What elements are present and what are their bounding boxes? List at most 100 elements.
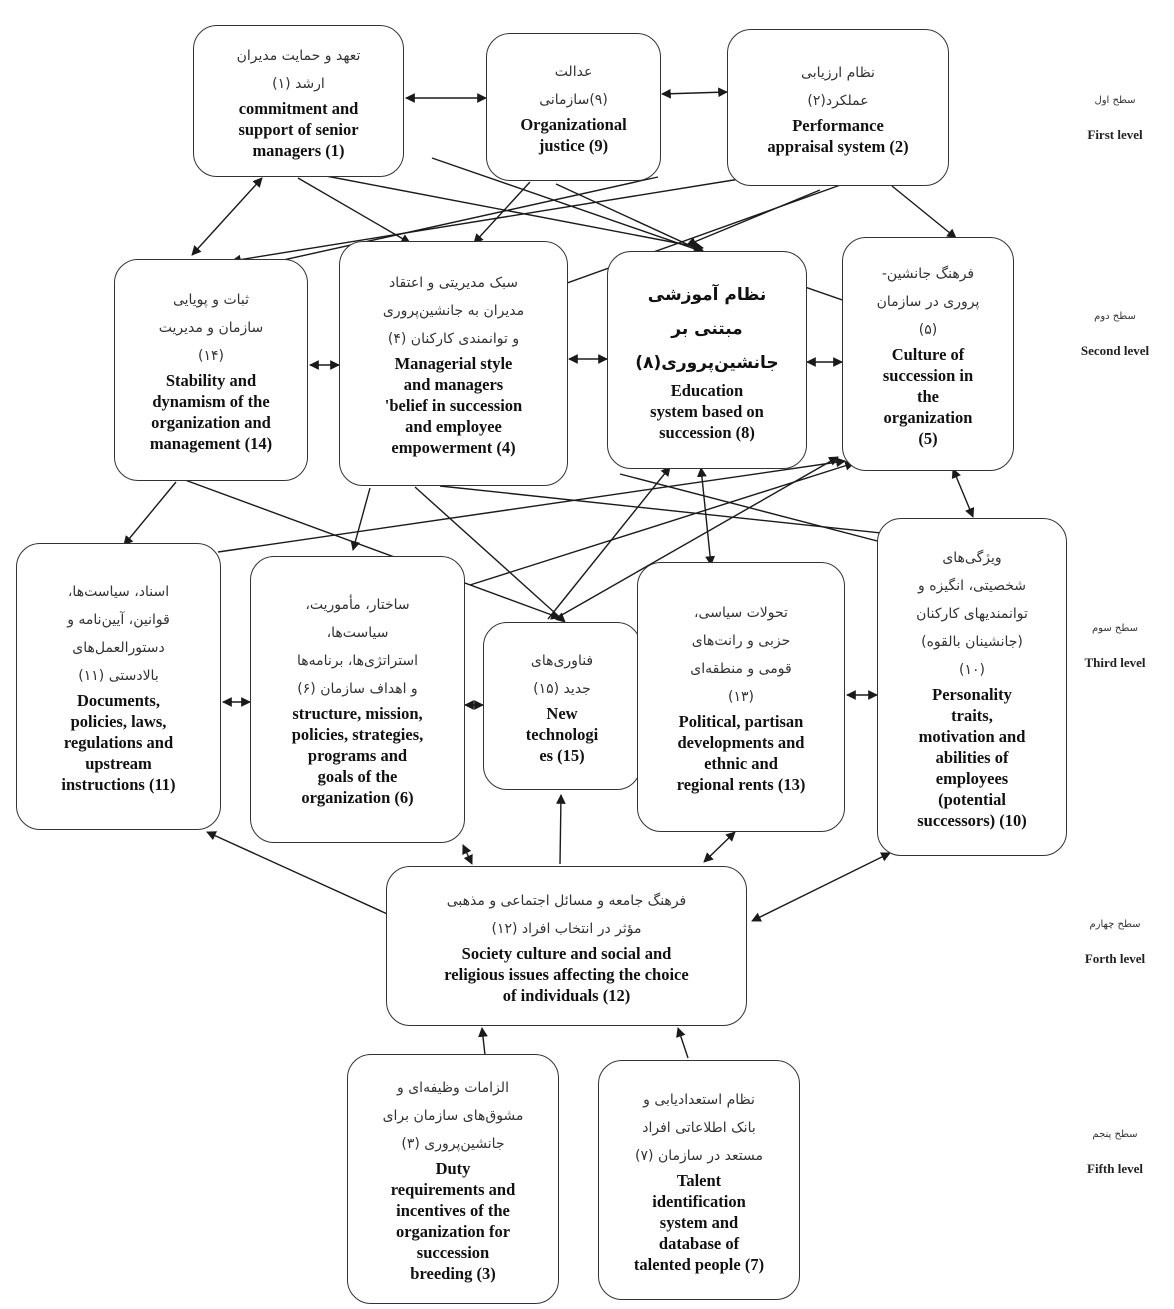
arrow-11-12 <box>206 831 406 923</box>
node-13-en-line-2: developments and <box>677 733 805 752</box>
arrow-12-10 <box>751 852 891 922</box>
node-organizational-justice: عدالت (۹)سازمانی Organizational justice … <box>486 33 661 181</box>
node-4-fa-line-2: مدیران به جانشین‌پروری <box>382 303 525 319</box>
arrow-1-4 <box>297 177 411 244</box>
level-5-en: Fifth level <box>1087 1161 1143 1176</box>
node-10-fa-line-1: ویژگی‌های <box>942 549 1002 566</box>
level-2-en: Second level <box>1080 343 1150 358</box>
node-society-culture: فرهنگ جامعه و مسائل اجتماعی و مذهبی مؤثر… <box>386 866 747 1026</box>
arrow-8-2 <box>686 189 821 247</box>
node-13-fa-line-4: (۱۳) <box>728 689 754 705</box>
node-12-en-line-3: of individuals (12) <box>502 985 631 1005</box>
node-2-fa-line-1: نظام ارزیابی <box>801 64 875 81</box>
node-12-en-line-1: Society culture and social and <box>461 943 672 963</box>
node-11-fa-line-4: بالادستی (۱۱) <box>78 668 159 684</box>
node-11-fa-line-2: قوانین، آیین‌نامه و <box>67 612 170 628</box>
node-15-en-line-3: es (15) <box>539 745 585 765</box>
node-14-fa-line-1: ثبات و پویایی <box>172 292 250 308</box>
node-5-en-line-4: organization <box>883 407 973 427</box>
node-10-en-line-5: employees <box>935 768 1009 788</box>
level-label-third: سطح سوم Third level <box>1060 622 1170 672</box>
level-5-fa: سطح پنجم <box>1092 1129 1138 1140</box>
node-5-fa-line-1: فرهنگ جانشین- <box>881 265 975 282</box>
node-3-en-line-6: breeding (3) <box>410 1264 496 1283</box>
node-3-en-line-1: Duty <box>435 1159 471 1178</box>
node-11-en-line-3: regulations and <box>63 733 174 752</box>
node-12-fa-line-2: مؤثر در انتخاب افراد (۱۲) <box>491 920 642 937</box>
node-duty-requirements: الزامات وظیفه‌ای و مشوق‌های سازمان برای … <box>347 1054 559 1304</box>
node-10-en-line-2: traits, <box>951 705 993 725</box>
node-8-en-line-2: system based on <box>650 401 764 421</box>
node-10-en-line-6: (potential <box>938 789 1006 809</box>
node-7-fa-line-3: مستعد در سازمان (۷) <box>635 1147 763 1164</box>
node-10-en-line-7: successors) (10) <box>917 810 1027 830</box>
node-13-fa-line-1: تحولات سیاسی، <box>694 605 788 621</box>
level-1-en: First level <box>1087 127 1143 142</box>
node-11-en-line-5: instructions (11) <box>61 775 176 794</box>
node-structure-mission: ساختار، مأموریت، سیاست‌ها، استراتژی‌ها، … <box>250 556 465 843</box>
node-15-en-line-2: technologi <box>525 724 599 744</box>
node-6-fa-line-1: ساختار، مأموریت، <box>305 597 410 613</box>
node-7-en-line-3: system and <box>659 1212 739 1232</box>
node-6-en-line-3: programs and <box>307 746 408 765</box>
node-5-en-line-3: the <box>917 386 939 406</box>
node-4-en-line-1: Managerial style <box>394 354 513 373</box>
node-9-en-line-1: Organizational <box>520 115 627 134</box>
node-12-fa-line-1: فرهنگ جامعه و مسائل اجتماعی و مذهبی <box>446 892 687 909</box>
node-7-en-line-4: database of <box>658 1233 740 1253</box>
node-11-en-line-1: Documents, <box>77 691 160 710</box>
node-8-fa-line-2: مبتنی بر <box>671 318 743 339</box>
level-3-fa: سطح سوم <box>1092 623 1138 634</box>
node-10-fa-line-2: شخصیتی، انگیزه و <box>917 577 1026 594</box>
arrow-5-2 <box>891 185 957 239</box>
node-7-fa-line-2: بانک اطلاعاتی افراد <box>642 1119 756 1136</box>
arrow-8-13 <box>697 467 715 566</box>
level-4-fa: سطح چهارم <box>1089 919 1141 930</box>
node-8-en-line-3: succession (8) <box>659 422 755 442</box>
arrow-11-5 <box>217 457 846 553</box>
node-personality-traits: ویژگی‌های شخصیتی، انگیزه و توانمندیهای ک… <box>877 518 1067 856</box>
arrow-1-8 <box>325 175 704 252</box>
arrow-9-5 <box>431 157 907 324</box>
node-3-fa-line-1: الزامات وظیفه‌ای و <box>397 1080 509 1096</box>
node-stability-dynamism: ثبات و پویایی سازمان و مدیریت (۱۴) Stabi… <box>114 259 308 481</box>
arrow-3-12 <box>478 1027 488 1056</box>
node-10-en-line-1: Personality <box>932 684 1012 704</box>
node-5-fa-line-3: (۵) <box>918 321 938 338</box>
node-1-en-line-3: managers (1) <box>252 140 345 160</box>
node-8-fa-line-1: نظام آموزشی <box>647 284 767 305</box>
node-12-en-line-2: religious issues affecting the choice <box>444 964 689 984</box>
arrow-15-14 <box>184 479 561 620</box>
node-10-fa-line-3: توانمندیهای کارکنان <box>916 605 1028 622</box>
node-talent-identification: نظام استعدادیابی و بانک اطلاعاتی افراد م… <box>598 1060 800 1300</box>
node-9-fa-word: سازمانی <box>539 92 590 108</box>
node-10-fa-line-5: (۱۰) <box>959 661 985 678</box>
arrow-7-12 <box>676 1027 689 1059</box>
arrow-6-5 <box>469 461 855 586</box>
node-documents-policies: اسناد، سیاست‌ها، قوانین، آیین‌نامه و دست… <box>16 543 221 830</box>
node-13-fa-line-3: قومی و منطقه‌ای <box>690 661 792 677</box>
arrow-12-15 <box>555 794 566 865</box>
node-15-fa-line-1: فناوری‌های <box>530 652 594 669</box>
node-8-fa-line-3: جانشین‌پروری(۸) <box>635 352 779 373</box>
node-4-fa-line-1: سبک مدیریتی و اعتقاد <box>389 275 518 291</box>
node-5-en-line-1: Culture of <box>891 344 965 364</box>
node-13-fa-line-2: حزبی و رانت‌های <box>691 633 791 649</box>
node-4-en-line-4: and employee <box>405 417 502 436</box>
node-9-fa-line-1: عدالت <box>554 64 593 80</box>
node-14-en-line-4: management (14) <box>149 434 273 453</box>
node-14-en-line-1: Stability and <box>165 371 257 390</box>
node-performance-appraisal: نظام ارزیابی عملکرد(۲) Performance appra… <box>727 29 949 186</box>
node-4-fa-line-3: و توانمندی کارکنان (۴) <box>387 331 520 347</box>
node-10-en-line-4: abilities of <box>935 747 1009 767</box>
arrow-4-9 <box>473 181 531 244</box>
node-11-en-line-2: policies, laws, <box>70 712 167 731</box>
node-education-system: نظام آموزشی مبتنی بر جانشین‌پروری(۸) Edu… <box>607 251 807 469</box>
node-1-fa-line-2: ارشد (۱) <box>272 75 325 92</box>
node-3-en-line-5: succession <box>416 1243 490 1262</box>
node-commitment-senior-managers: تعهد و حمایت مدیران ارشد (۱) commitment … <box>193 25 404 177</box>
arrow-14-2 <box>231 177 747 265</box>
node-11-en-line-4: upstream <box>85 754 152 773</box>
level-label-fourth: سطح چهارم Forth level <box>1060 918 1170 968</box>
arrow-15-8 <box>547 466 671 620</box>
